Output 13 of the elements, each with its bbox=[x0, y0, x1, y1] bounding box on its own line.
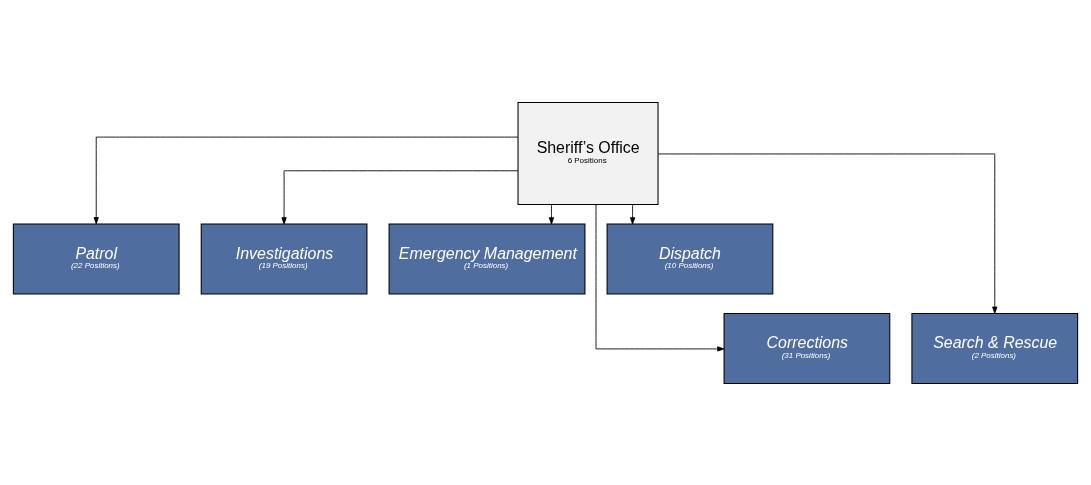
node-box: Patrol (22 Positions) bbox=[12, 222, 180, 294]
arrow bbox=[548, 203, 555, 224]
node-box: Corrections (31 Positions) bbox=[723, 312, 891, 384]
arrow bbox=[595, 203, 725, 351]
node-box: Sheriff’s Office 6 Positions bbox=[517, 101, 659, 205]
arrow bbox=[657, 153, 998, 314]
arrow bbox=[93, 136, 519, 224]
node-box: Dispatch (10 Positions) bbox=[606, 222, 774, 294]
arrow bbox=[629, 203, 636, 224]
node-box: Emergency Management (1 Positions) bbox=[388, 222, 586, 294]
node-box: Search & Rescue (2 Positions) bbox=[911, 312, 1079, 384]
node-box: Investigations (19 Positions) bbox=[200, 222, 368, 294]
arrow bbox=[281, 169, 519, 224]
